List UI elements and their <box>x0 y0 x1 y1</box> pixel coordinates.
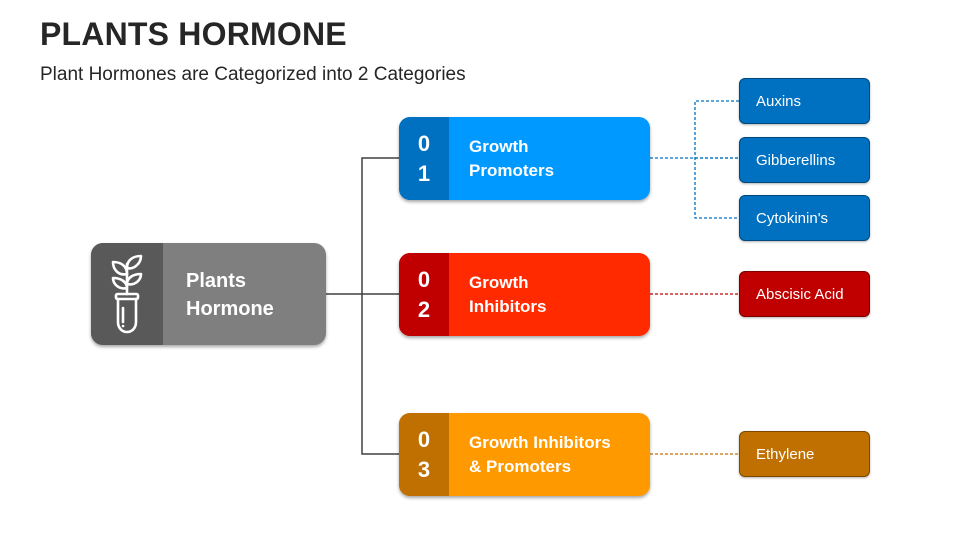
category-number-bottom: 3 <box>417 456 431 482</box>
category-label-line1: Growth <box>469 272 529 292</box>
category-number: 0 2 <box>399 253 449 336</box>
root-label-line2: Hormone <box>186 298 274 320</box>
category-number-top: 0 <box>417 266 431 292</box>
leaf-gibberellins: Gibberellins <box>739 137 870 183</box>
category-number-top: 0 <box>417 426 431 452</box>
category-number-bottom: 1 <box>417 160 431 186</box>
page-subtitle: Plant Hormones are Categorized into 2 Ca… <box>40 64 466 85</box>
leaf-abscisic-acid: Abscisic Acid <box>739 271 870 317</box>
category-number: 0 1 <box>399 117 449 200</box>
root-node: Plants Hormone <box>91 243 326 345</box>
root-label-line1: Plants <box>186 270 247 292</box>
category-label: Growth Promoters <box>469 117 554 200</box>
category-node-growth-inhibitors: 0 2 Growth Inhibitors <box>399 253 650 336</box>
category-label-line2: Promoters <box>469 160 555 180</box>
leaf-auxins: Auxins <box>739 78 870 124</box>
category-number-bottom: 2 <box>417 296 431 322</box>
category-node-growth-inhibitors-promoters: 0 3 Growth Inhibitors & Promoters <box>399 413 650 496</box>
leaf-cytokinins: Cytokinin's <box>739 195 870 241</box>
leaf-ethylene: Ethylene <box>739 431 870 477</box>
category-number-top: 0 <box>417 130 431 156</box>
root-icon-box <box>91 243 163 345</box>
category-label: Growth Inhibitors <box>469 253 546 336</box>
category-label-line2: & Promoters <box>469 456 572 476</box>
page-title: PLANTS HORMONE <box>40 16 347 52</box>
root-label: Plants Hormone <box>186 267 274 323</box>
category-label-line1: Growth <box>469 136 529 156</box>
category-label: Growth Inhibitors & Promoters <box>469 413 611 496</box>
category-number: 0 3 <box>399 413 449 496</box>
plant-test-tube-icon <box>111 254 143 334</box>
category-label-line2: Inhibitors <box>469 296 547 316</box>
category-label-line1: Growth Inhibitors <box>469 432 611 452</box>
cat1-bracket <box>694 100 739 219</box>
category-node-growth-promoters: 0 1 Growth Promoters <box>399 117 650 200</box>
trunk-connector <box>361 157 399 455</box>
